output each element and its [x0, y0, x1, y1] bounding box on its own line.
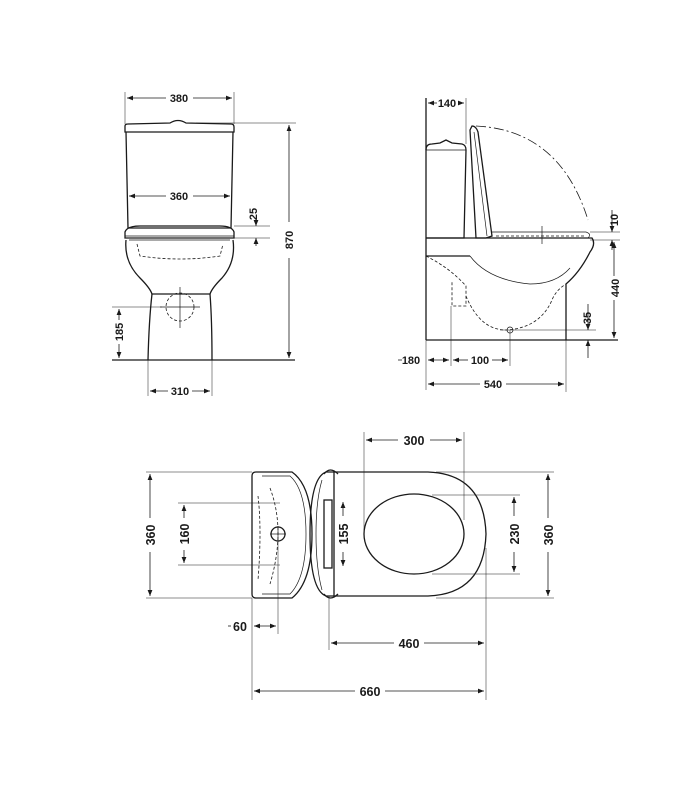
top-width-left-label: 360 [144, 525, 158, 546]
top-wall-gap-label: 60 [233, 620, 247, 634]
side-seat-gap-label: 10 [609, 214, 621, 226]
side-outlet-offset-label: 100 [471, 355, 489, 367]
top-seat-opening-label: 300 [404, 434, 425, 448]
front-view: 380 360 25 870 185 310 [112, 92, 296, 398]
front-width-mid-label: 360 [170, 191, 188, 203]
front-seat-gap-label: 25 [248, 208, 260, 220]
side-tank-depth-label: 140 [438, 98, 456, 110]
side-outlet-center-label: 35 [582, 312, 594, 324]
side-wall-offset-label: 180 [402, 355, 420, 367]
top-opening-width-label: 230 [508, 524, 522, 545]
top-bowl-length-label: 460 [399, 637, 420, 651]
side-seat-height-label: 440 [610, 279, 622, 297]
top-length-total-label: 660 [360, 685, 381, 699]
top-view: 300 360 160 155 230 360 60 [144, 432, 556, 700]
top-inlet-width-label: 160 [178, 524, 192, 545]
top-hinge-span-label: 155 [337, 524, 351, 545]
front-height-total-label: 870 [284, 231, 296, 249]
side-depth-total-label: 540 [484, 379, 502, 391]
front-base-width-label: 310 [171, 386, 189, 398]
front-outlet-height-label: 185 [114, 323, 126, 341]
front-width-top-label: 380 [170, 93, 188, 105]
side-view: 140 10 440 35 180 100 540 [398, 98, 622, 392]
top-width-right-label: 360 [542, 525, 556, 546]
